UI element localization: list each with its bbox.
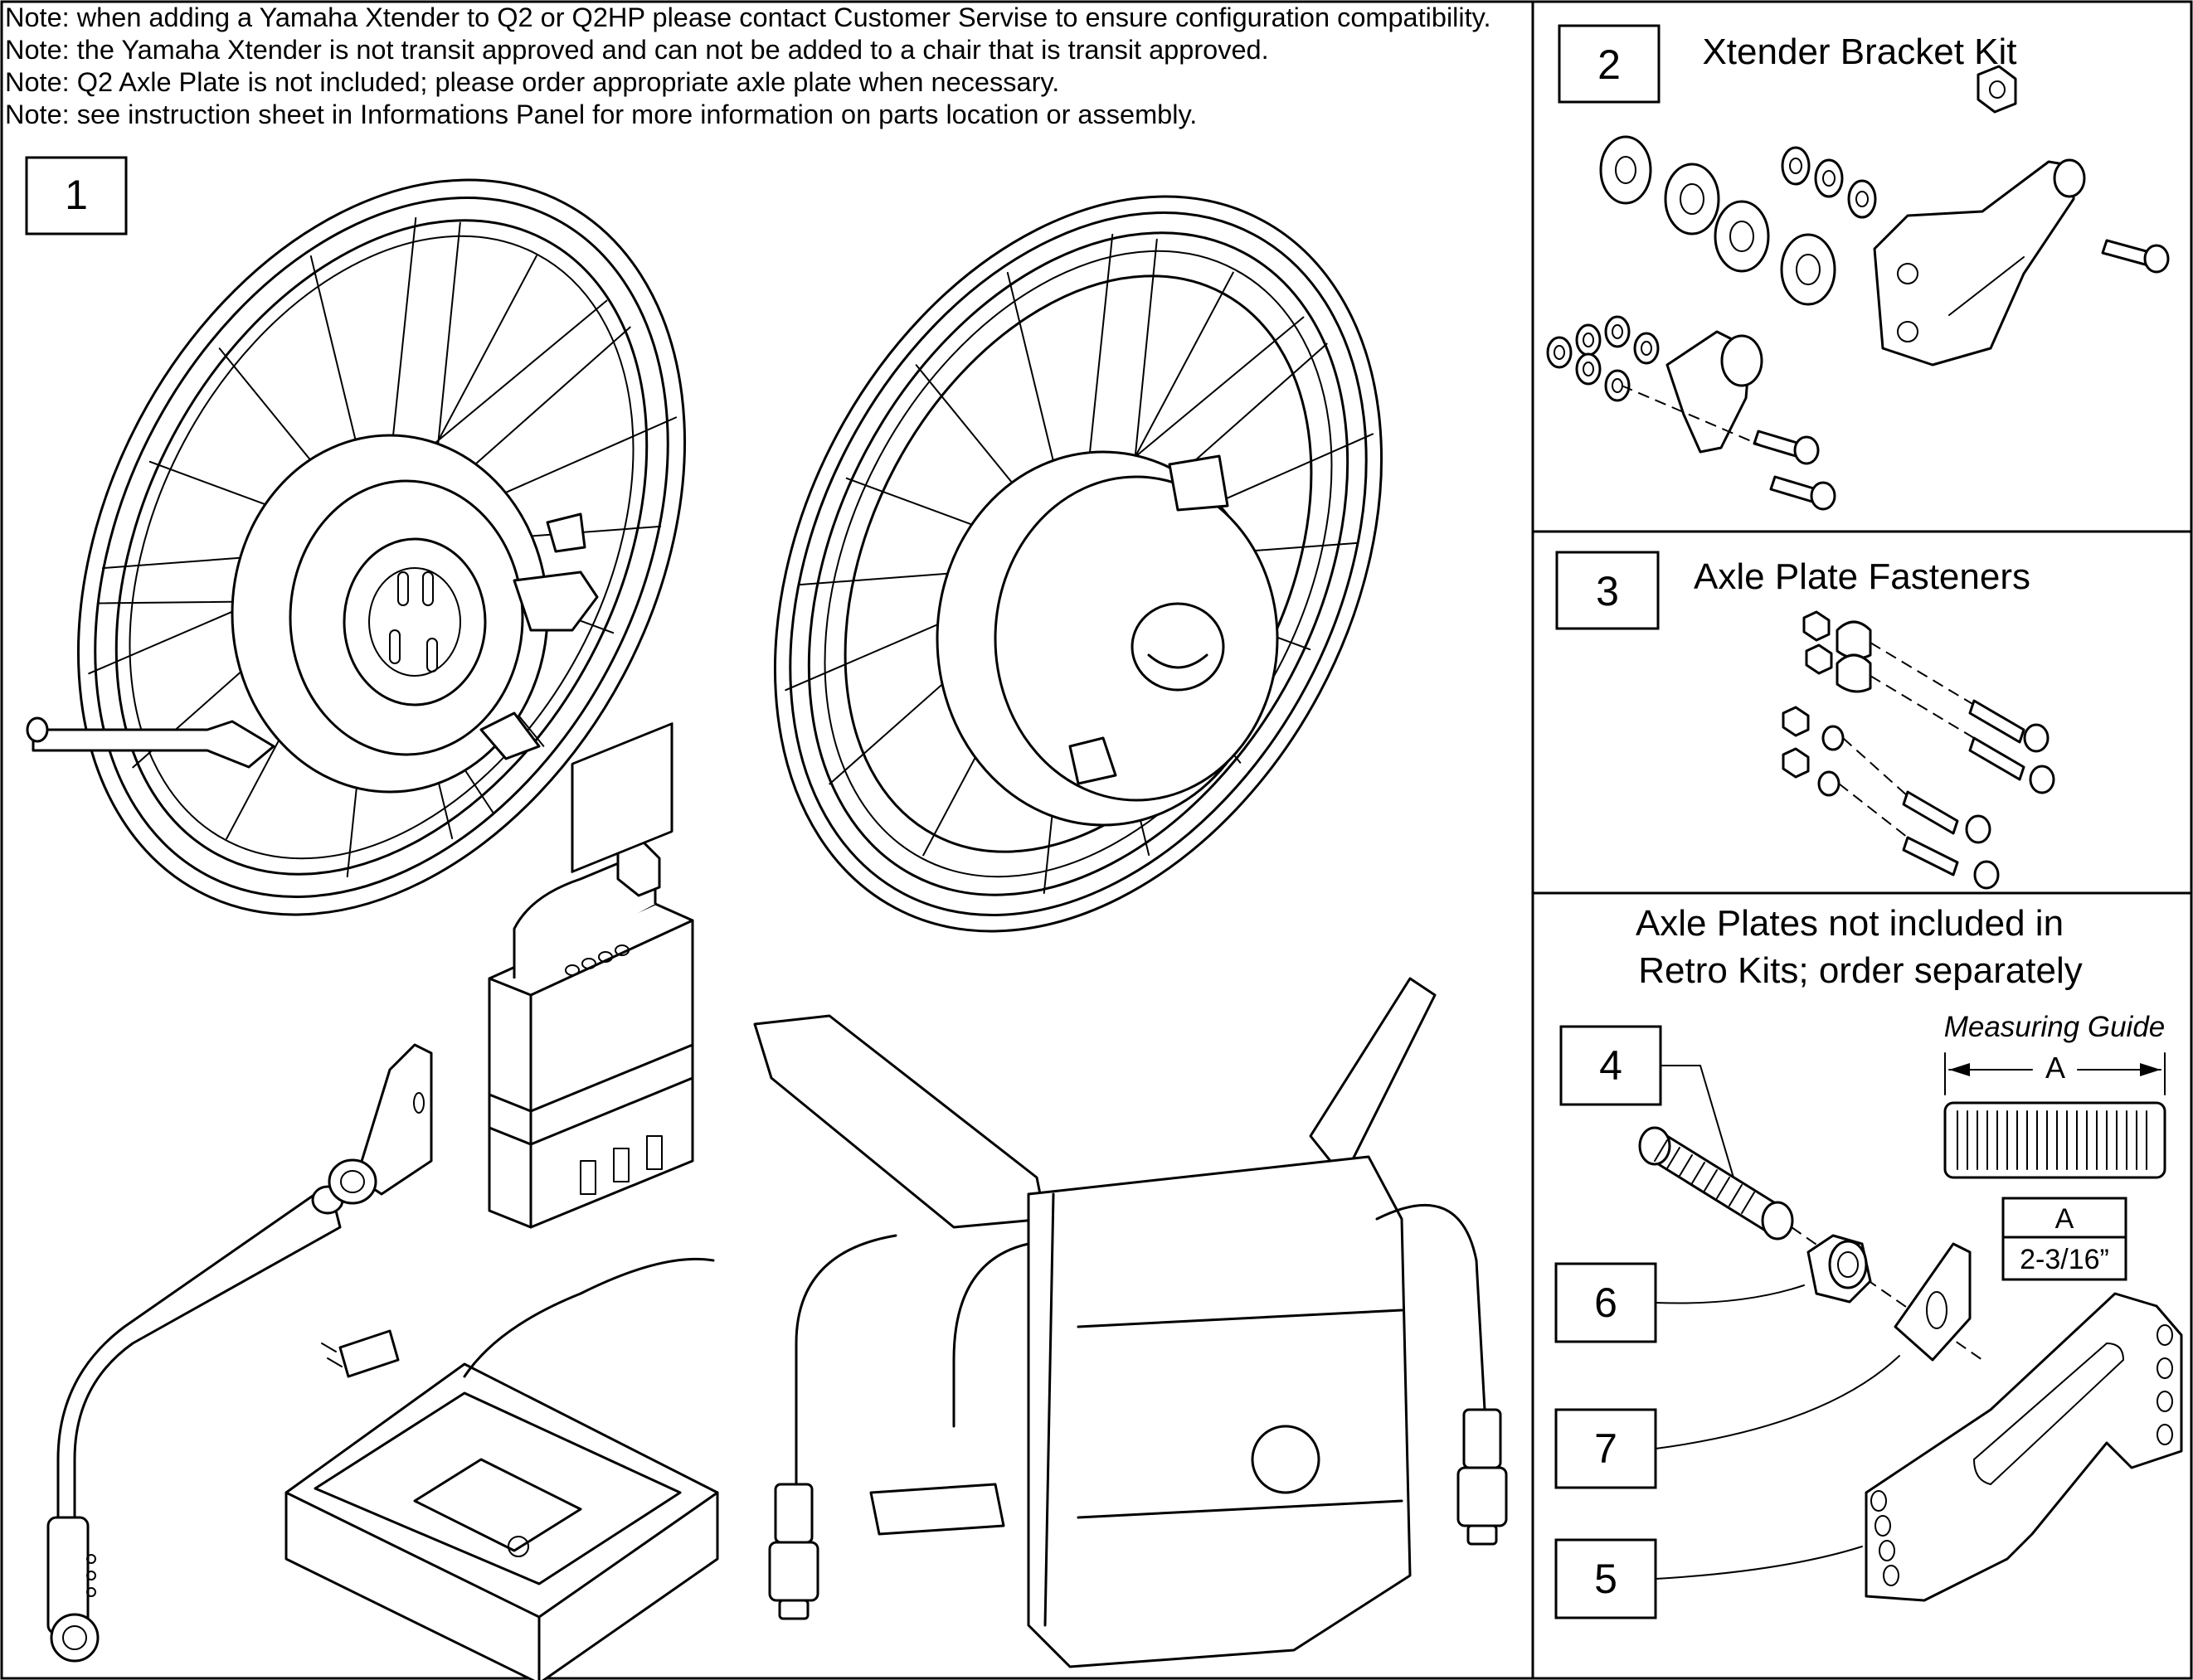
callout-2: 2 (1558, 24, 1661, 104)
bracket-kit-title: Xtender Bracket Kit (1702, 32, 2016, 72)
connector-right (1456, 1408, 1508, 1546)
axle-fasteners-title: Axle Plate Fasteners (1694, 556, 2030, 597)
axle-plates-heading-line1: Axle Plates not included in (1636, 903, 2064, 944)
right-wheel-with-motor (774, 195, 1383, 933)
threaded-stud (1638, 1126, 1983, 1361)
callout-4-label: 4 (1599, 1042, 1622, 1089)
bracket-kit-parts (1546, 65, 2170, 511)
callout-5-label: 5 (1594, 1556, 1617, 1602)
dimension-table-value: 2-3/16” (2020, 1244, 2109, 1275)
bolt (1769, 475, 1836, 511)
measuring-guide-title: Measuring Guide (1944, 1011, 2166, 1043)
measuring-guide-dim: A (2045, 1051, 2065, 1085)
note-line: Note: when adding a Yamaha Xtender to Q2… (5, 2, 1491, 32)
callout-7: 7 (1554, 1408, 1657, 1489)
leader-lines (1655, 1065, 1900, 1580)
note-line: Note: see instruction sheet in Informati… (5, 100, 1198, 129)
callout-6-label: 6 (1594, 1279, 1617, 1326)
left-wheel-with-motor (26, 178, 686, 916)
callout-4: 4 (1559, 1025, 1662, 1106)
dimension-table: A 2-3/16” (2001, 1197, 2127, 1281)
note-line: Note: Q2 Axle Plate is not included; ple… (5, 67, 1060, 97)
callout-5: 5 (1554, 1538, 1657, 1619)
connector-left (768, 1483, 819, 1620)
note-line: Note: the Yamaha Xtender is not transit … (5, 35, 1269, 65)
callout-2-label: 2 (1597, 41, 1621, 88)
callout-1: 1 (25, 156, 128, 235)
measuring-guide: A (1943, 1051, 2166, 1179)
axle-plate (1865, 1292, 2183, 1602)
bolt (1753, 430, 1820, 465)
axle-washer-plate (1894, 1242, 1972, 1362)
callout-1-label: 1 (65, 172, 88, 218)
control-pouch (753, 977, 1486, 1668)
battery-pack (488, 722, 694, 1229)
dimension-table-header: A (2055, 1203, 2074, 1235)
callout-6: 6 (1554, 1262, 1657, 1343)
callout-7-label: 7 (1594, 1425, 1617, 1472)
axle-fastener-parts (1782, 610, 2055, 890)
notes-block: Note: when adding a Yamaha Xtender to Q2… (5, 2, 1491, 131)
callout-3-label: 3 (1596, 568, 1619, 614)
bolt (2101, 239, 2170, 274)
lever-bracket (328, 1043, 433, 1205)
callout-3: 3 (1555, 551, 1660, 630)
push-lever-arm (46, 1185, 344, 1663)
axle-plates-heading-line2: Retro Kits; order separately (1638, 950, 2083, 991)
charger-base (284, 1257, 719, 1680)
axle-nut (1806, 1234, 1872, 1304)
